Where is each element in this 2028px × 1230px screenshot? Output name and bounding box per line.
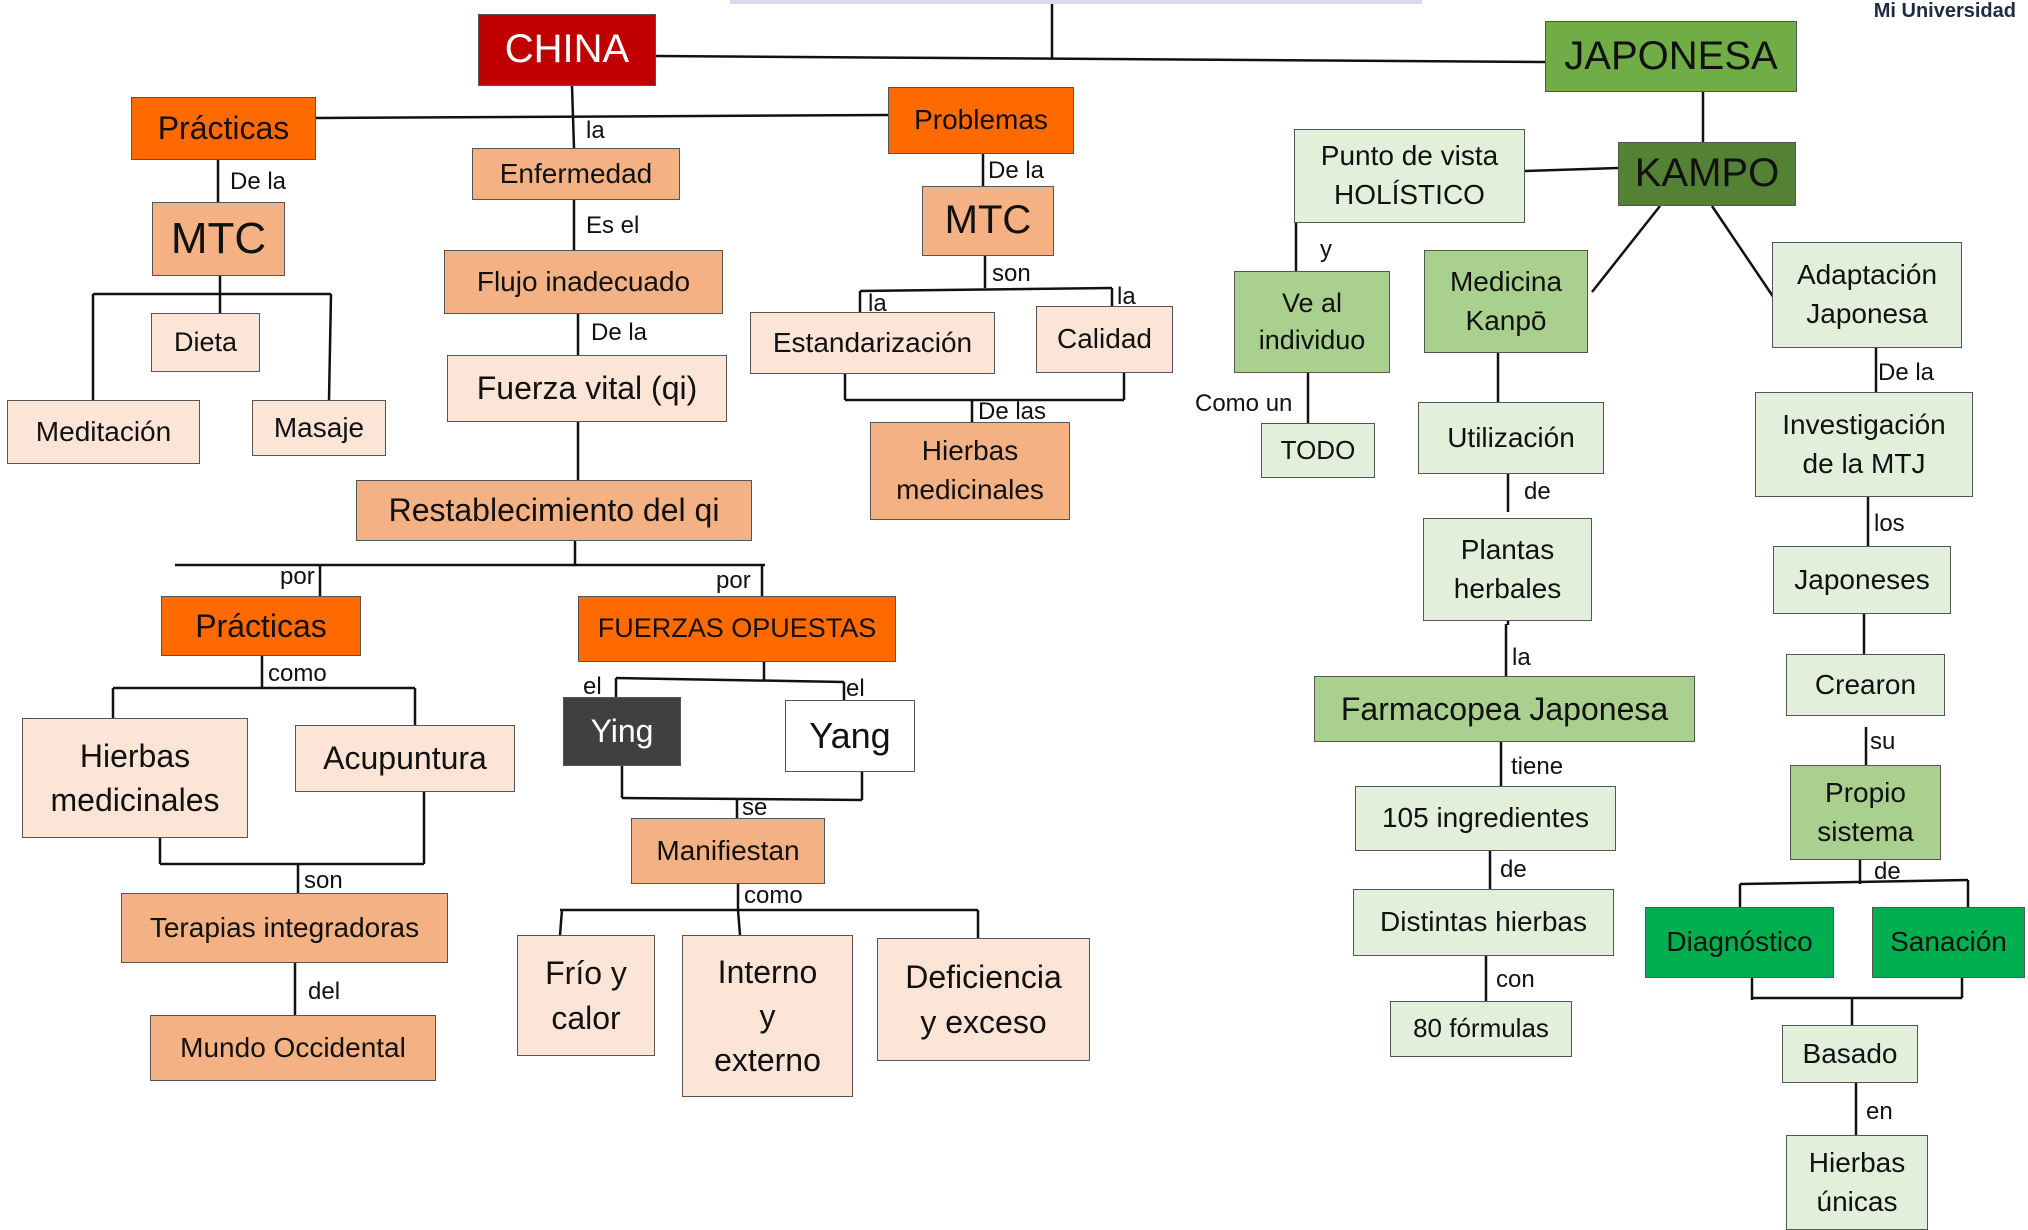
node-medicina-kanpo: Medicina Kanpō	[1424, 250, 1588, 353]
node-yang: Yang	[785, 700, 915, 772]
node-flujo-inadecuado: Flujo inadecuado	[444, 250, 723, 314]
link-label: la	[868, 290, 887, 317]
link-label: con	[1496, 966, 1535, 993]
node-plantas-herbales: Plantas herbales	[1423, 518, 1592, 621]
node-dieta: Dieta	[151, 313, 260, 372]
node-china: CHINA	[478, 14, 656, 86]
link-label: De la	[230, 168, 287, 195]
node-distintas-hierbas: Distintas hierbas	[1353, 889, 1614, 956]
node-acupuntura: Acupuntura	[295, 725, 515, 792]
link-label: de	[1874, 858, 1901, 885]
node-adaptacion-japonesa: Adaptación Japonesa	[1772, 242, 1962, 348]
node-practicas-2: Prácticas	[161, 596, 361, 656]
link-label: el	[846, 675, 865, 702]
node-mundo-occidental: Mundo Occidental	[150, 1015, 436, 1081]
link-label: de	[1524, 478, 1551, 505]
link-label: De la	[591, 319, 648, 346]
node-fuerza-vital: Fuerza vital (qi)	[447, 355, 727, 422]
link-label: De las	[978, 398, 1047, 425]
link-label: por	[280, 563, 315, 590]
node-kampo: KAMPO	[1618, 142, 1796, 206]
link-label: los	[1874, 510, 1905, 537]
link-label: del	[308, 978, 341, 1005]
node-practicas: Prácticas	[131, 97, 316, 160]
link-label: el	[583, 673, 602, 700]
link-label: como	[268, 660, 327, 687]
node-masaje: Masaje	[252, 400, 386, 456]
node-enfermedad: Enfermedad	[472, 148, 680, 200]
node-meditacion: Meditación	[7, 400, 200, 464]
link-label: se	[742, 794, 768, 821]
link-label: Es el	[586, 212, 640, 239]
link-label: en	[1866, 1098, 1893, 1125]
link-label: de	[1500, 856, 1527, 883]
node-punto-de-vista: Punto de vista HOLÍSTICO	[1294, 129, 1525, 223]
node-terapias-integradoras: Terapias integradoras	[121, 893, 448, 963]
link-label: Como un	[1195, 390, 1293, 417]
node-investigacion-mtj: Investigación de la MTJ	[1755, 392, 1973, 497]
node-basado: Basado	[1782, 1025, 1918, 1083]
node-propio-sistema: Propio sistema	[1790, 765, 1941, 860]
node-estandarizacion: Estandarización	[750, 312, 995, 374]
link-label: De la	[1878, 359, 1935, 386]
brand-logo-text: Mi Universidad	[1873, 0, 2016, 22]
link-label: por	[716, 567, 751, 594]
node-hierbas-medicinales-2: Hierbas medicinales	[870, 422, 1070, 520]
link-label: son	[304, 867, 343, 894]
link-label: como	[744, 882, 803, 909]
node-todo: TODO	[1261, 423, 1375, 478]
node-manifiestan: Manifiestan	[631, 818, 825, 884]
node-fuerzas-opuestas: FUERZAS OPUESTAS	[578, 596, 896, 662]
node-mtc-2: MTC	[922, 186, 1054, 256]
node-sanacion: Sanación	[1872, 907, 2025, 978]
node-ying: Ying	[563, 697, 681, 766]
node-japoneses: Japoneses	[1773, 546, 1951, 614]
node-utilizacion: Utilización	[1418, 402, 1604, 474]
link-label: son	[992, 260, 1031, 287]
node-japonesa: JAPONESA	[1545, 21, 1797, 92]
link-label: su	[1870, 728, 1896, 755]
link-label: la	[1117, 283, 1136, 310]
link-label: De la	[988, 157, 1045, 184]
node-hierbas-medicinales: Hierbas medicinales	[22, 718, 248, 838]
node-deficiencia-exceso: Deficiencia y exceso	[877, 938, 1090, 1061]
header-bar	[730, 0, 1422, 4]
node-diagnostico: Diagnóstico	[1645, 907, 1834, 978]
node-ve-al-individuo: Ve al individuo	[1234, 271, 1390, 373]
node-interno-externo: Interno y externo	[682, 935, 853, 1097]
link-label: la	[1512, 644, 1531, 671]
link-label: tiene	[1511, 753, 1564, 780]
node-problemas: Problemas	[888, 87, 1074, 154]
link-label: la	[586, 117, 605, 144]
link-label: y	[1320, 236, 1332, 263]
node-frio-calor: Frío y calor	[517, 935, 655, 1056]
node-calidad: Calidad	[1036, 306, 1173, 373]
node-hierbas-unicas: Hierbas únicas	[1786, 1135, 1928, 1230]
node-crearon: Crearon	[1786, 654, 1945, 716]
node-mtc: MTC	[152, 202, 285, 276]
node-105-ingredientes: 105 ingredientes	[1355, 786, 1616, 851]
node-80-formulas: 80 fórmulas	[1390, 1001, 1572, 1057]
node-farmacopea-japonesa: Farmacopea Japonesa	[1314, 676, 1695, 742]
node-restablecimiento: Restablecimiento del qi	[356, 480, 752, 541]
